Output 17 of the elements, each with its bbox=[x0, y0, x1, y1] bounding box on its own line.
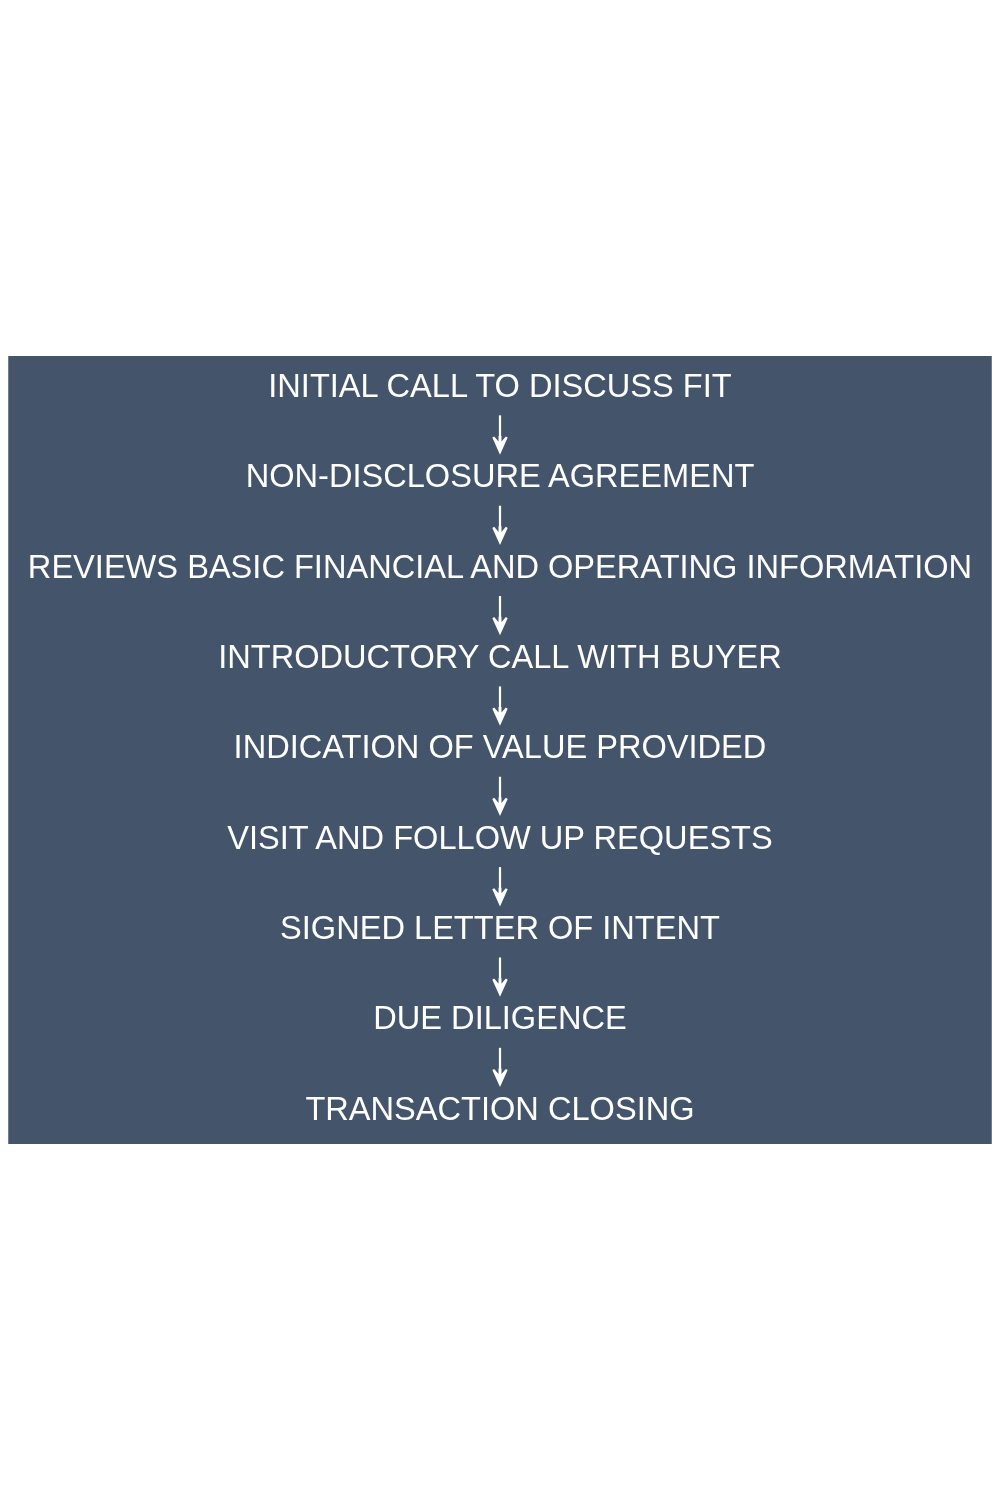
node-text: INITIAL CALL TO DISCUSS FIT bbox=[268, 367, 732, 404]
arrow bbox=[492, 505, 508, 544]
node-text: INTRODUCTORY CALL WITH BUYER bbox=[218, 638, 782, 675]
node-text: VISIT AND FOLLOW UP REQUESTS bbox=[227, 819, 773, 856]
arrow bbox=[492, 686, 508, 725]
arrow bbox=[492, 596, 508, 634]
arrow bbox=[492, 415, 508, 454]
node-text: REVIEWS BASIC FINANCIAL AND OPERATING INFORMATION bbox=[27, 548, 973, 585]
node-text: NON-DISCLOSURE AGREEMENT bbox=[245, 458, 755, 495]
arrow bbox=[492, 776, 508, 815]
node-text: DUE DILIGENCE bbox=[373, 1000, 627, 1037]
node-text: SIGNED LETTER OF INTENT bbox=[280, 910, 720, 946]
node-text: TRANSACTION CLOSING bbox=[305, 1090, 695, 1127]
arrow bbox=[492, 957, 508, 996]
arrow bbox=[492, 1047, 508, 1086]
arrow bbox=[492, 867, 508, 905]
node-text: INDICATION OF VALUE PROVIDED bbox=[233, 729, 767, 766]
